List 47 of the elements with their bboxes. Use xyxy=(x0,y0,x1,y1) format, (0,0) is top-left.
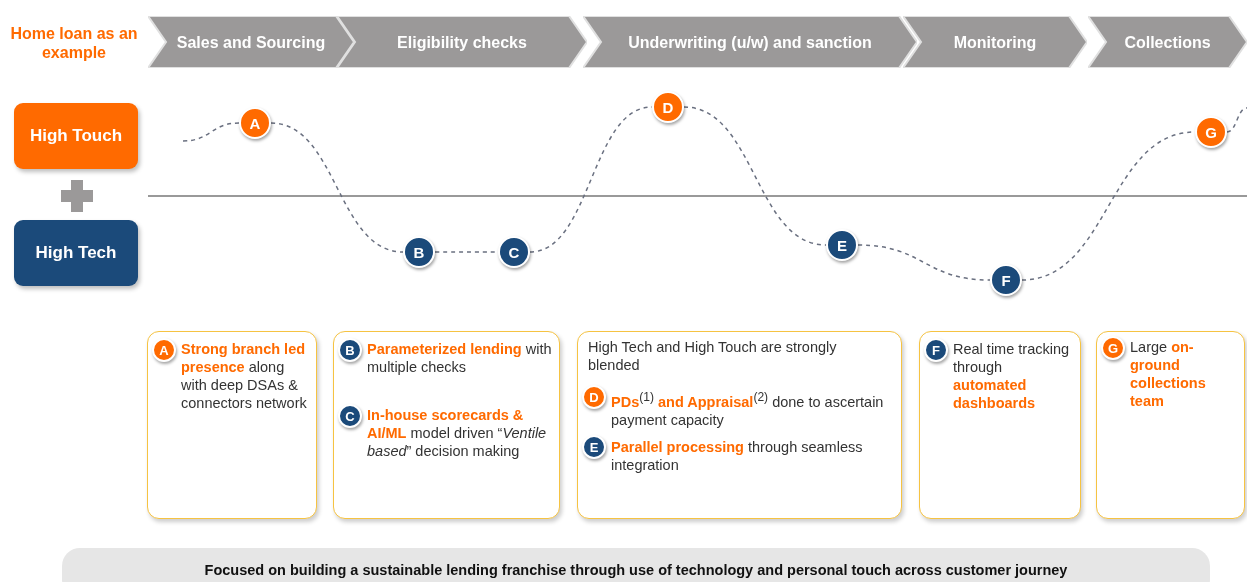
card-text: High Tech and High Touch are strongly blended xyxy=(588,338,838,374)
marker-circle: D xyxy=(652,91,684,123)
cluster xyxy=(577,331,902,519)
bullet-circle: F xyxy=(924,338,948,362)
cluster xyxy=(919,331,1081,519)
bullet-circle: D xyxy=(582,385,606,409)
bullet-circle: E xyxy=(582,435,606,459)
card-text: Large on-ground collections team xyxy=(1130,338,1207,410)
category-box: High Touch xyxy=(14,103,138,169)
card-text: In-house scorecards & AI/ML model driven “Ventile based” decision making xyxy=(367,406,548,460)
cluster xyxy=(147,331,317,519)
card-text: Parallel processing through seamless integration xyxy=(611,438,864,474)
cluster xyxy=(1096,331,1245,519)
stage-header xyxy=(337,16,587,68)
bullet-circle: C xyxy=(338,404,362,428)
stage-label: Collections xyxy=(1123,32,1212,52)
wave-line xyxy=(270,122,404,253)
card-text: Strong branch led presence along with deep DSAs & connectors network xyxy=(181,340,308,412)
stage-header xyxy=(1088,16,1247,68)
stage-label: Underwriting (u/w) and sanction xyxy=(627,32,873,52)
bullet-circle: B xyxy=(338,338,362,362)
bullet-circle: G xyxy=(1101,336,1125,360)
category-box: High Tech xyxy=(14,220,138,286)
card-text: PDs$^{(1)}$ and Appraisal$^{(2)}$ done to ascertain payment capacity xyxy=(611,389,885,429)
stage-header xyxy=(903,16,1087,68)
marker-circle: A xyxy=(239,107,271,139)
node-box xyxy=(62,548,1210,582)
marker-circle: F xyxy=(990,264,1022,296)
stage-header xyxy=(583,16,917,68)
marker-circle: B xyxy=(403,236,435,268)
wave-line xyxy=(1226,107,1247,133)
wave-line xyxy=(182,122,240,142)
marker-circle: C xyxy=(498,236,530,268)
cluster xyxy=(333,331,560,519)
marker-circle: G xyxy=(1195,116,1227,148)
card-text: Real time tracking through automated dashboards xyxy=(953,340,1071,412)
card-text: Parameterized lending with multiple checks xyxy=(367,340,552,376)
bullet-circle: A xyxy=(152,338,176,362)
stage-label: Monitoring xyxy=(952,32,1038,52)
title-label: Home loan as an example xyxy=(9,24,139,62)
stage-label: Eligibility checks xyxy=(396,32,528,52)
stage-label: Sales and Sourcing xyxy=(175,32,327,52)
marker-circle: E xyxy=(826,229,858,261)
summary-text: Focused on building a sustainable lending franchise through use of technology and personal touch across customer journey xyxy=(203,561,1069,578)
stage-header xyxy=(148,16,354,68)
wave-line xyxy=(857,244,991,281)
wave-line xyxy=(683,106,827,246)
